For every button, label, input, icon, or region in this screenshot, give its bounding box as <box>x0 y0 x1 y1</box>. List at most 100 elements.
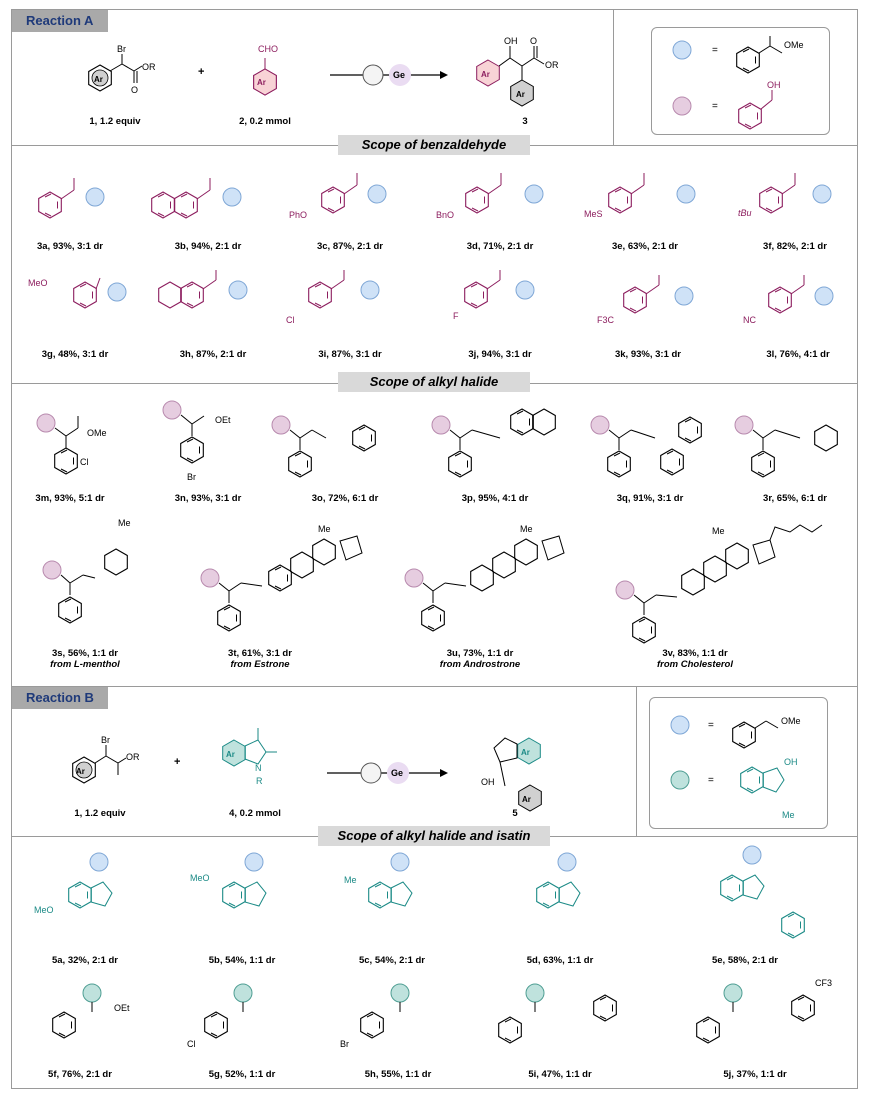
label-5a: 5a, 32%, 2:1 dr <box>51 955 118 966</box>
from-3v: from Cholesterol <box>656 659 733 670</box>
legend-b-oh-label: OH <box>784 757 798 767</box>
label-3p: 3p, 95%, 4:1 dr <box>461 493 529 504</box>
3t-me-label: Me <box>318 524 331 534</box>
reagent-1-structure <box>88 54 143 92</box>
5a-substituent: MeO <box>34 905 54 915</box>
product-5-label: 5 <box>512 808 518 819</box>
reaction-a-tag: Reaction A <box>12 10 108 32</box>
product-3-label: 3 <box>522 116 528 127</box>
label-5h: 5h, 55%, 1:1 dr <box>364 1069 432 1080</box>
product-5-structure <box>493 737 542 812</box>
label-3m: 3m, 93%, 5:1 dr <box>35 493 105 504</box>
3v-me-label: Me <box>712 526 725 536</box>
3c-substituent: PhO <box>289 210 307 220</box>
3m-ome-label: OMe <box>87 428 107 438</box>
reaction-b-reagents <box>72 728 277 784</box>
plus-sign-a: + <box>198 66 204 78</box>
label-3n: 3n, 93%, 3:1 dr <box>174 493 242 504</box>
plus-sign-b: + <box>174 756 180 768</box>
benzaldehyde-structures <box>38 173 834 314</box>
label-3r: 3r, 65%, 6:1 dr <box>763 493 827 504</box>
catalyst-ge-label: Ge <box>393 70 405 80</box>
b-or1-label: OR <box>126 752 140 762</box>
5h-substituent: Br <box>340 1039 349 1049</box>
label-5g: 5g, 52%, 1:1 dr <box>208 1069 276 1080</box>
label-3k: 3k, 93%, 3:1 dr <box>614 349 681 360</box>
reaction-arrow-a <box>330 64 448 86</box>
5g-substituent: Cl <box>187 1039 196 1049</box>
reagent-2-label: 2, 0.2 mmol <box>239 116 291 127</box>
3e-substituent: MeS <box>584 209 603 219</box>
ar3-label: Ar <box>226 750 235 759</box>
b-ar1-label: Ar <box>76 767 85 776</box>
product-ar1-label: Ar <box>516 90 525 99</box>
3i-substituent: Cl <box>286 315 295 325</box>
5f-substituent: OEt <box>114 1003 130 1013</box>
reaction-arrow-b <box>327 762 448 784</box>
divider <box>613 9 614 145</box>
product-or1-label: OR <box>545 60 559 70</box>
label-3l: 3l, 76%, 4:1 dr <box>766 349 830 360</box>
5j-substituent: CF3 <box>815 978 832 988</box>
product-oh-label: OH <box>504 36 518 46</box>
ar1-label: Ar <box>94 75 103 84</box>
banner-alkyl-halide: Scope of alkyl halide <box>338 372 530 392</box>
3j-substituent: F <box>453 311 459 321</box>
catalyst-ge-label-b: Ge <box>391 768 403 778</box>
divider <box>636 686 637 836</box>
3f-substituent: tBu <box>738 208 752 218</box>
3n-oet-label: OEt <box>215 415 231 425</box>
divider <box>11 686 858 687</box>
label-5b: 5b, 54%, 1:1 dr <box>208 955 276 966</box>
n-label: N <box>255 763 262 773</box>
product-ar3-label: Ar <box>521 748 530 757</box>
3u-me-label: Me <box>520 524 533 534</box>
figure-frame <box>11 9 858 1089</box>
ar2-label: Ar <box>257 78 266 87</box>
label-3q: 3q, 91%, 3:1 dr <box>616 493 684 504</box>
legend-b-ome-label: OMe <box>781 716 801 726</box>
product-b-ar1-label: Ar <box>522 795 531 804</box>
label-5f: 5f, 76%, 2:1 dr <box>48 1069 112 1080</box>
label-3d: 3d, 71%, 2:1 dr <box>466 241 534 252</box>
3g-substituent: MeO <box>28 278 48 288</box>
product-ar2-label: Ar <box>481 70 490 79</box>
alkyl-halide-structures <box>36 400 838 644</box>
legend-eq-1: = <box>712 45 718 56</box>
reagent-1-label: 1, 1.2 equiv <box>89 116 141 127</box>
legend-ome-label: OMe <box>784 40 804 50</box>
reaction-b-tag: Reaction B <box>12 687 108 709</box>
label-5e: 5e, 58%, 2:1 dr <box>711 955 778 966</box>
label-5c: 5c, 54%, 2:1 dr <box>358 955 425 966</box>
5b-substituent: MeO <box>190 873 210 883</box>
label-3a: 3a, 93%, 3:1 dr <box>36 241 103 252</box>
label-5j: 5j, 37%, 1:1 dr <box>723 1069 787 1080</box>
reagent-1b-label: 1, 1.2 equiv <box>74 808 126 819</box>
3s-me-label: Me <box>118 518 131 528</box>
isatin-structures <box>52 845 815 1044</box>
label-3j: 3j, 94%, 3:1 dr <box>468 349 532 360</box>
label-3o: 3o, 72%, 6:1 dr <box>311 493 379 504</box>
3l-substituent: NC <box>743 315 756 325</box>
reagent-2-structure <box>253 58 277 96</box>
3n-br-label: Br <box>187 472 196 482</box>
br-label: Br <box>117 44 126 54</box>
label-5d: 5d, 63%, 1:1 dr <box>526 955 594 966</box>
product-3-structure <box>476 46 545 107</box>
legend-b-me-label: Me <box>782 810 795 820</box>
r2-label: R <box>256 776 263 786</box>
label-3b: 3b, 94%, 2:1 dr <box>174 241 242 252</box>
label-3e: 3e, 63%, 2:1 dr <box>611 241 678 252</box>
reagent-4-label: 4, 0.2 mmol <box>229 808 281 819</box>
5c-substituent: Me <box>344 875 357 885</box>
product-o: O <box>530 36 537 46</box>
or1-label: OR <box>142 62 156 72</box>
3k-substituent: F3C <box>597 315 615 325</box>
b-br-label: Br <box>101 735 110 745</box>
label-3g: 3g, 48%, 3:1 dr <box>41 349 109 360</box>
carbonyl-o: O <box>131 85 138 95</box>
